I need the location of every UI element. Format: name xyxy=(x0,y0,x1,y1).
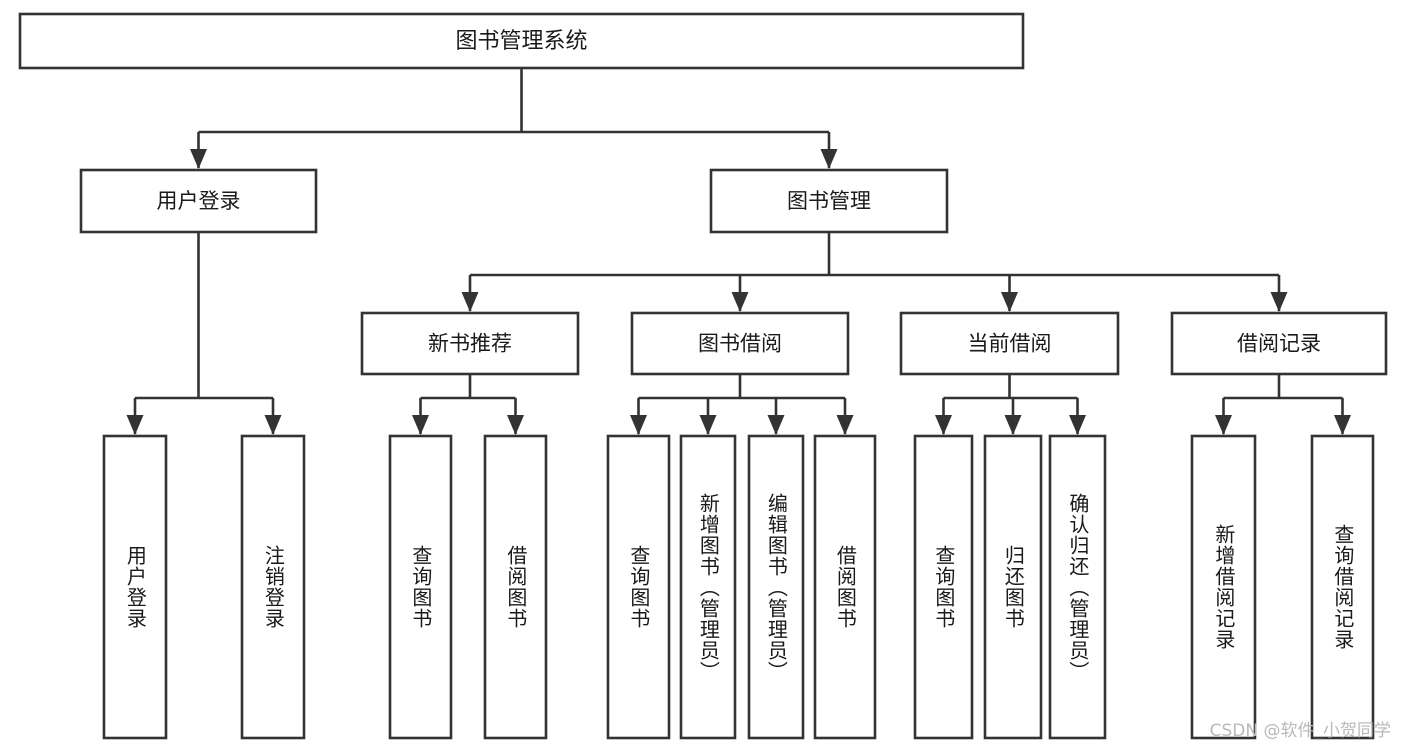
node-new-book-rec[interactable]: 新书推荐 xyxy=(360,311,580,376)
node-box[interactable] xyxy=(606,434,671,740)
node-leaf-query-book-3[interactable] xyxy=(913,434,974,740)
arrow-icon xyxy=(1069,415,1086,435)
node-label: 借阅记录 xyxy=(1237,332,1321,356)
node-user-login[interactable]: 用户登录 xyxy=(79,168,318,234)
node-box[interactable] xyxy=(1190,434,1257,740)
arrow-icon xyxy=(190,149,207,169)
arrow-icon xyxy=(820,149,838,169)
node-leaf-user-login[interactable] xyxy=(102,434,168,740)
arrow-icon xyxy=(1270,292,1288,312)
arrow-icon xyxy=(699,415,717,435)
node-label: 图书借阅 xyxy=(698,332,782,356)
node-leaf-query-book-2[interactable] xyxy=(606,434,671,740)
arrow-icon xyxy=(935,415,952,435)
node-box[interactable] xyxy=(79,168,318,234)
node-box[interactable] xyxy=(1310,434,1375,740)
node-box[interactable] xyxy=(1048,434,1107,740)
node-leaf-add-book[interactable] xyxy=(679,434,737,740)
node-book-manage[interactable]: 图书管理 xyxy=(709,168,949,234)
arrow-icon xyxy=(731,292,749,312)
node-box[interactable] xyxy=(679,434,737,740)
node-box[interactable] xyxy=(747,434,805,740)
edge-group-root xyxy=(190,68,838,169)
node-box[interactable] xyxy=(983,434,1043,740)
node-box[interactable] xyxy=(102,434,168,740)
node-book-borrow[interactable]: 图书借阅 xyxy=(630,311,850,376)
arrow-icon xyxy=(630,415,647,435)
node-label: 图书管理系统 xyxy=(455,29,587,54)
node-label: 用户登录 xyxy=(157,189,241,213)
arrow-icon xyxy=(1004,415,1022,435)
node-box[interactable] xyxy=(388,434,453,740)
arrow-icon xyxy=(836,415,854,435)
watermark: CSDN @软件_小贺同学 xyxy=(1209,721,1391,741)
arrow-icon xyxy=(507,415,524,435)
node-box[interactable] xyxy=(1170,311,1388,376)
node-box[interactable] xyxy=(630,311,850,376)
node-box[interactable] xyxy=(709,168,949,234)
node-box[interactable] xyxy=(240,434,306,740)
node-leaf-edit-book[interactable] xyxy=(747,434,805,740)
arrow-icon xyxy=(1215,415,1232,435)
node-leaf-borrow-book-2[interactable] xyxy=(813,434,877,740)
node-label: 新书推荐 xyxy=(428,332,512,356)
edge-group-borrow-record xyxy=(1215,374,1351,435)
arrow-icon xyxy=(264,415,282,435)
edge-group-book-manage xyxy=(461,232,1288,312)
node-leaf-query-record[interactable] xyxy=(1310,434,1375,740)
node-box[interactable] xyxy=(913,434,974,740)
node-box[interactable] xyxy=(483,434,548,740)
arrow-icon xyxy=(1334,415,1351,435)
node-box[interactable] xyxy=(813,434,877,740)
node-box[interactable] xyxy=(899,311,1120,376)
node-leaf-query-book-1[interactable] xyxy=(388,434,453,740)
edge-group-book-borrow xyxy=(630,374,854,435)
arrow-icon xyxy=(1001,292,1018,312)
edge-group-current-borrow xyxy=(935,374,1086,435)
node-current-borrow[interactable]: 当前借阅 xyxy=(899,311,1120,376)
arrow-icon xyxy=(412,415,429,435)
node-label: 图书管理 xyxy=(787,189,871,213)
arrow-icon xyxy=(126,415,144,435)
node-leaf-user-logout[interactable] xyxy=(240,434,306,740)
node-box[interactable] xyxy=(18,12,1025,70)
arrow-icon xyxy=(767,415,785,435)
node-leaf-confirm-return[interactable] xyxy=(1048,434,1107,740)
edge-group-user-login xyxy=(126,232,282,435)
node-borrow-record[interactable]: 借阅记录 xyxy=(1170,311,1388,376)
edge-group-new-book-rec xyxy=(412,374,524,435)
edges-layer xyxy=(126,68,1351,435)
node-label: 当前借阅 xyxy=(968,332,1052,356)
node-box[interactable] xyxy=(360,311,580,376)
node-root[interactable]: 图书管理系统 xyxy=(18,12,1025,70)
node-leaf-return-book[interactable] xyxy=(983,434,1043,740)
arrow-icon xyxy=(461,292,479,312)
node-leaf-add-record[interactable] xyxy=(1190,434,1257,740)
node-leaf-borrow-book-1[interactable] xyxy=(483,434,548,740)
